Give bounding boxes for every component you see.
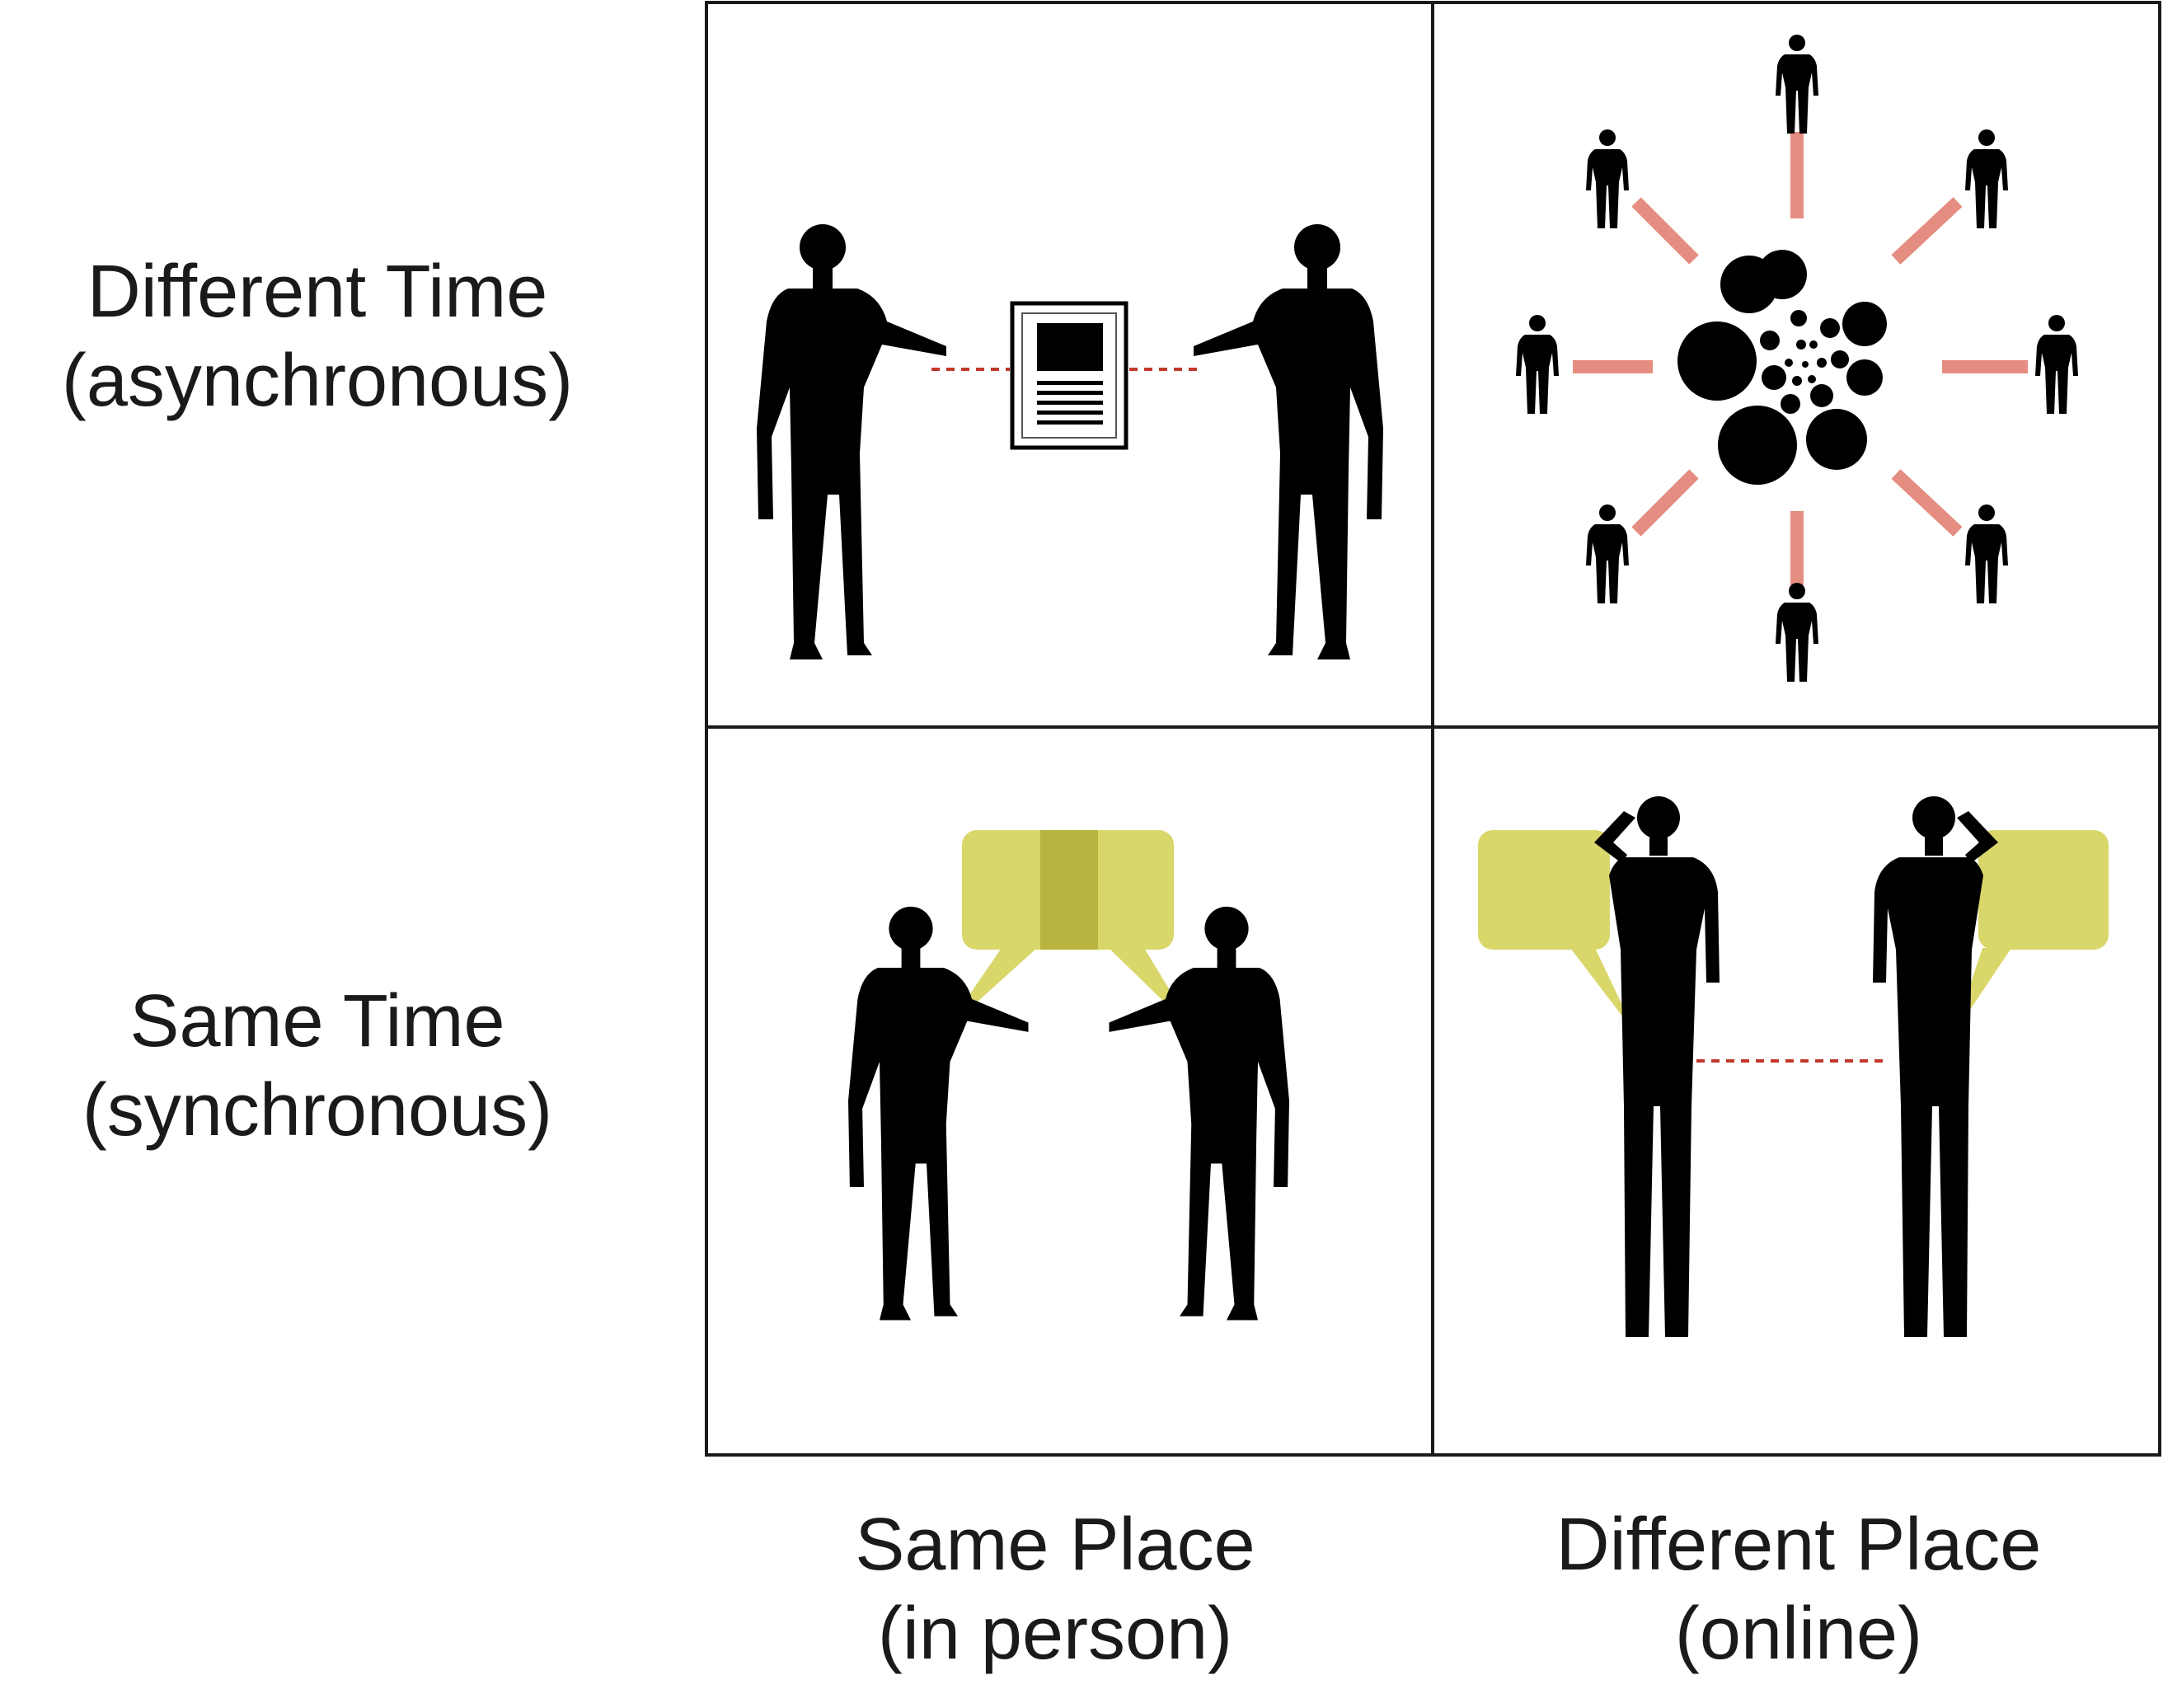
- quadrant-sync-in-person: [848, 830, 1289, 1321]
- speech-bubble-icon: [1954, 830, 2109, 1035]
- person-icon: [1516, 315, 1559, 414]
- row-label-different-time: Different Time (asynchronous): [0, 247, 659, 425]
- ray-links: [1573, 132, 2028, 585]
- quadrant-async-online: [1516, 35, 2078, 682]
- person-icon: [1776, 35, 1818, 134]
- person-icon: [1776, 583, 1818, 682]
- person-phone-icon: [1594, 796, 1720, 1337]
- quadrant-async-in-person: [757, 224, 1383, 659]
- row-label-same-time: Same Time (synchronous): [0, 977, 659, 1155]
- quadrant-sync-online: [1478, 796, 2109, 1337]
- person-icon: [1965, 129, 2008, 228]
- speech-bubble-overlap: [1040, 830, 1098, 950]
- col-label-different-place-title: Different Place: [1555, 1504, 2042, 1586]
- grid-lines: [705, 1, 2161, 1457]
- person-icon: [1586, 129, 1629, 228]
- person-phone-icon: [1873, 796, 1998, 1337]
- person-icon: [1586, 504, 1629, 603]
- person-icon: [2035, 315, 2078, 414]
- hub-circles-icon: [1677, 250, 1887, 485]
- row-label-different-time-subtitle: (asynchronous): [61, 340, 574, 422]
- document-icon: [1010, 301, 1128, 450]
- col-label-different-place: Different Place (online): [1444, 1500, 2153, 1678]
- col-label-different-place-subtitle: (online): [1674, 1593, 1923, 1675]
- col-label-same-place-title: Same Place: [855, 1504, 1255, 1586]
- person-icon: [1965, 504, 2008, 603]
- row-label-same-time-title: Same Time: [129, 980, 505, 1063]
- col-label-same-place-subtitle: (in person): [877, 1593, 1233, 1675]
- col-label-same-place: Same Place (in person): [701, 1500, 1410, 1678]
- person-icon: [757, 224, 946, 659]
- row-label-same-time-subtitle: (synchronous): [82, 1069, 553, 1152]
- row-label-different-time-title: Different Time: [87, 251, 548, 333]
- speech-bubble-icon: [1478, 830, 1636, 1035]
- person-icon: [1194, 224, 1383, 659]
